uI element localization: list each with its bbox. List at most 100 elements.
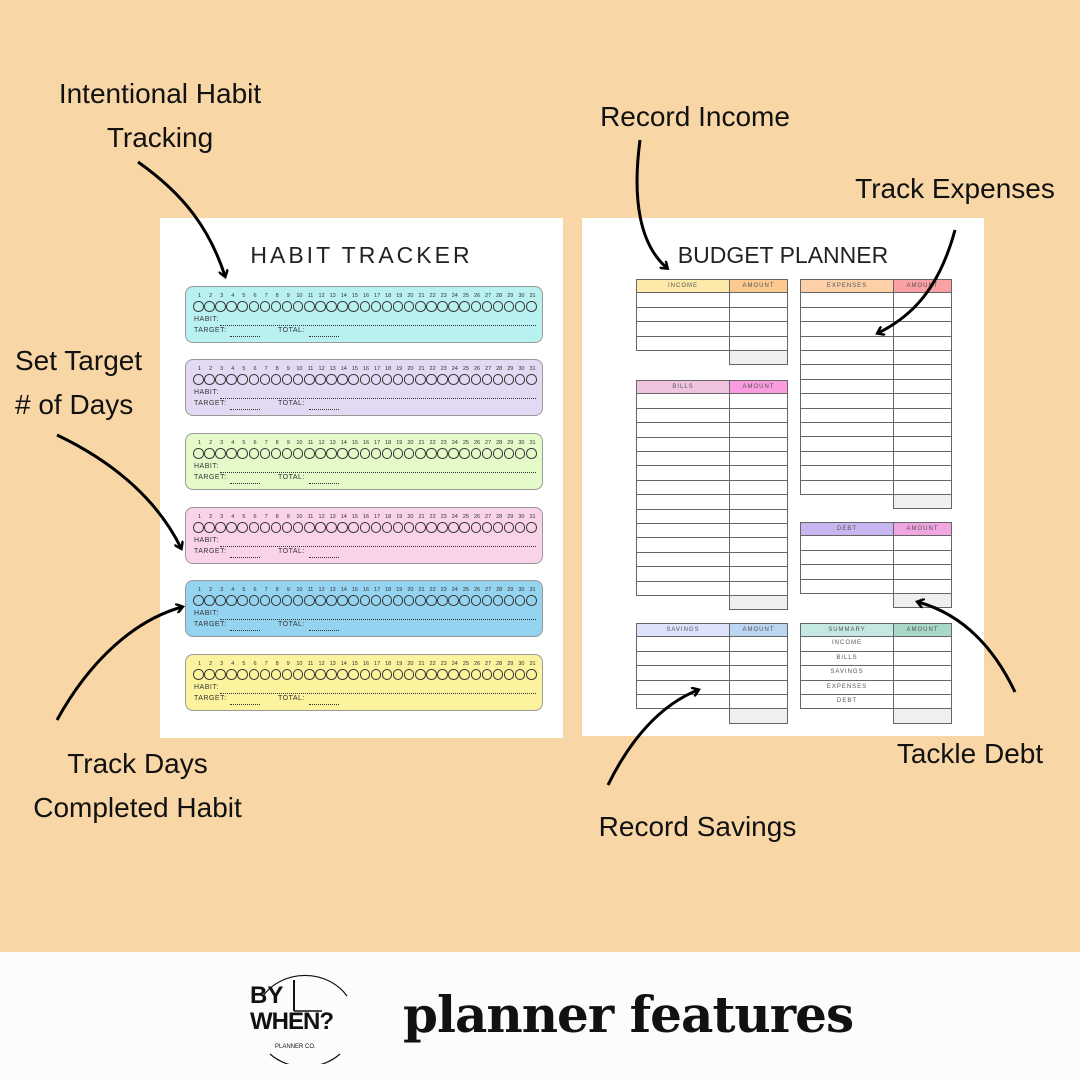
- day-checkbox[interactable]: [426, 448, 437, 459]
- day-checkbox[interactable]: [248, 301, 259, 312]
- day-checkbox[interactable]: [403, 669, 415, 680]
- day-checkbox[interactable]: [326, 669, 337, 680]
- day-checkbox[interactable]: [281, 374, 293, 385]
- day-checkbox[interactable]: [204, 448, 215, 459]
- day-checkbox[interactable]: [526, 374, 537, 385]
- day-checkbox[interactable]: [359, 669, 370, 680]
- day-checkbox[interactable]: [226, 522, 237, 533]
- day-checkbox[interactable]: [470, 448, 481, 459]
- day-checkbox[interactable]: [281, 522, 293, 533]
- day-checkbox[interactable]: [248, 595, 259, 606]
- day-checkbox[interactable]: [415, 448, 426, 459]
- day-checkbox[interactable]: [426, 669, 437, 680]
- day-checkbox[interactable]: [437, 301, 448, 312]
- day-checkbox[interactable]: [326, 374, 337, 385]
- day-checkbox[interactable]: [359, 595, 370, 606]
- day-checkbox[interactable]: [292, 522, 304, 533]
- day-checkbox[interactable]: [348, 301, 359, 312]
- day-checkbox[interactable]: [503, 301, 515, 312]
- day-checkbox[interactable]: [459, 448, 470, 459]
- day-checkbox[interactable]: [370, 448, 382, 459]
- day-checkbox[interactable]: [348, 374, 359, 385]
- day-checkbox[interactable]: [459, 522, 470, 533]
- day-checkbox[interactable]: [292, 374, 304, 385]
- day-checkbox[interactable]: [204, 301, 215, 312]
- day-checkbox[interactable]: [281, 448, 293, 459]
- day-checkbox[interactable]: [426, 522, 437, 533]
- day-checkbox[interactable]: [392, 522, 404, 533]
- day-checkbox[interactable]: [304, 301, 315, 312]
- day-checkbox[interactable]: [448, 374, 459, 385]
- day-checkbox[interactable]: [370, 301, 382, 312]
- day-checkbox[interactable]: [193, 301, 204, 312]
- day-checkbox[interactable]: [392, 374, 404, 385]
- day-checkbox[interactable]: [403, 522, 415, 533]
- day-checkbox[interactable]: [259, 448, 271, 459]
- day-checkbox[interactable]: [459, 595, 470, 606]
- day-checkbox[interactable]: [415, 669, 426, 680]
- day-checkbox[interactable]: [270, 301, 282, 312]
- day-checkbox[interactable]: [381, 301, 393, 312]
- day-checkbox[interactable]: [359, 522, 370, 533]
- day-checkbox[interactable]: [492, 374, 504, 385]
- day-checkbox[interactable]: [459, 669, 470, 680]
- day-checkbox[interactable]: [270, 448, 282, 459]
- day-checkbox[interactable]: [403, 448, 415, 459]
- day-checkbox[interactable]: [304, 374, 315, 385]
- day-checkbox[interactable]: [526, 669, 537, 680]
- day-checkbox[interactable]: [381, 669, 393, 680]
- day-checkbox[interactable]: [193, 595, 204, 606]
- day-checkbox[interactable]: [470, 301, 481, 312]
- day-checkbox[interactable]: [193, 522, 204, 533]
- day-checkbox[interactable]: [348, 448, 359, 459]
- day-checkbox[interactable]: [337, 522, 348, 533]
- day-checkbox[interactable]: [415, 595, 426, 606]
- day-checkbox[interactable]: [526, 448, 537, 459]
- day-checkbox[interactable]: [415, 374, 426, 385]
- day-checkbox[interactable]: [281, 595, 293, 606]
- day-checkbox[interactable]: [492, 522, 504, 533]
- day-checkbox[interactable]: [304, 669, 315, 680]
- day-checkbox[interactable]: [381, 448, 393, 459]
- day-checkbox[interactable]: [193, 669, 204, 680]
- day-checkbox[interactable]: [392, 301, 404, 312]
- day-checkbox[interactable]: [259, 374, 271, 385]
- day-checkbox[interactable]: [359, 374, 370, 385]
- day-checkbox[interactable]: [337, 595, 348, 606]
- day-checkbox[interactable]: [204, 595, 215, 606]
- day-checkbox[interactable]: [226, 669, 237, 680]
- day-checkbox[interactable]: [503, 448, 515, 459]
- day-checkbox[interactable]: [459, 374, 470, 385]
- day-checkbox[interactable]: [448, 448, 459, 459]
- day-checkbox[interactable]: [226, 595, 237, 606]
- day-checkbox[interactable]: [470, 374, 481, 385]
- day-checkbox[interactable]: [448, 669, 459, 680]
- day-checkbox[interactable]: [503, 669, 515, 680]
- day-checkbox[interactable]: [281, 301, 293, 312]
- day-checkbox[interactable]: [326, 522, 337, 533]
- day-checkbox[interactable]: [526, 595, 537, 606]
- day-checkbox[interactable]: [481, 595, 493, 606]
- day-checkbox[interactable]: [481, 301, 493, 312]
- day-checkbox[interactable]: [359, 301, 370, 312]
- day-checkbox[interactable]: [215, 595, 226, 606]
- day-checkbox[interactable]: [204, 374, 215, 385]
- day-checkbox[interactable]: [204, 522, 215, 533]
- day-checkbox[interactable]: [237, 595, 248, 606]
- day-checkbox[interactable]: [403, 595, 415, 606]
- day-checkbox[interactable]: [403, 301, 415, 312]
- day-checkbox[interactable]: [226, 301, 237, 312]
- day-checkbox[interactable]: [437, 448, 448, 459]
- day-checkbox[interactable]: [237, 669, 248, 680]
- day-checkbox[interactable]: [270, 595, 282, 606]
- day-checkbox[interactable]: [215, 374, 226, 385]
- day-checkbox[interactable]: [315, 374, 326, 385]
- day-checkbox[interactable]: [470, 595, 481, 606]
- day-checkbox[interactable]: [326, 301, 337, 312]
- day-checkbox[interactable]: [304, 522, 315, 533]
- day-checkbox[interactable]: [481, 522, 493, 533]
- day-checkbox[interactable]: [259, 595, 271, 606]
- day-checkbox[interactable]: [481, 669, 493, 680]
- day-checkbox[interactable]: [370, 595, 382, 606]
- day-checkbox[interactable]: [514, 301, 526, 312]
